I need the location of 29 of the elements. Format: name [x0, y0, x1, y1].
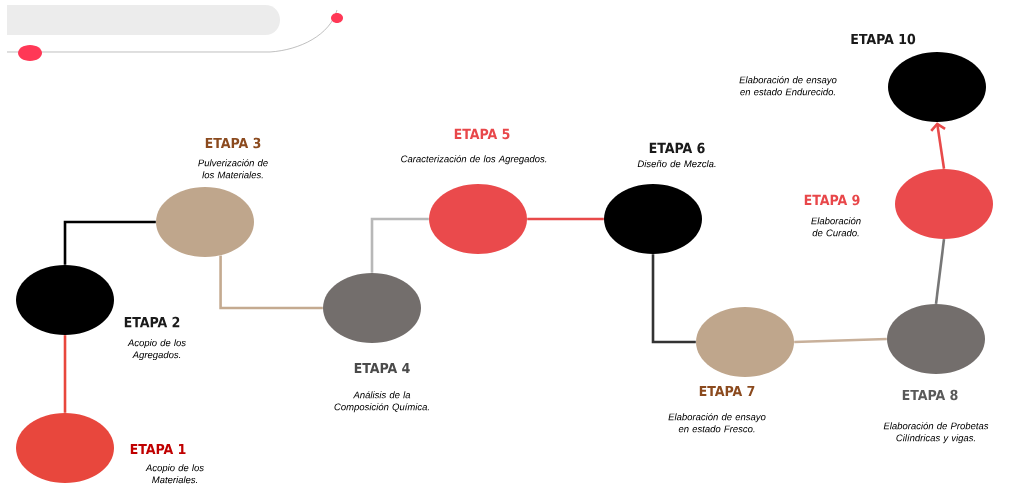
stage-heading: ETAPA 4 — [354, 362, 410, 374]
stage-heading: ETAPA 6 — [649, 142, 705, 154]
stage-description: Elaboración de Probetas Cilíndricas y vigas. — [883, 422, 989, 444]
stage-heading: ETAPA 8 — [902, 389, 958, 401]
stage-description: Acopio de los Agregados. — [127, 339, 186, 361]
connector-line — [651, 254, 696, 344]
connector-line — [370, 217, 429, 273]
connector-line — [930, 122, 946, 169]
stage-heading: ETAPA 1 — [130, 443, 186, 455]
stage-description: Análisis de la Composición Química. — [334, 391, 429, 413]
stage-description: Elaboración de ensayo en estado Endurecido. — [739, 76, 837, 96]
connector-line — [219, 255, 323, 310]
stage-heading: ETAPA 3 — [205, 137, 261, 149]
connector-line — [63, 220, 156, 265]
stage-heading: ETAPA 2 — [124, 316, 180, 328]
stage-heading: ETAPA 7 — [699, 385, 755, 397]
connector-line — [934, 239, 946, 304]
connector-line — [527, 217, 604, 221]
stage-description: Pulverización de los Materiales. — [198, 159, 268, 179]
connector-line — [63, 335, 67, 413]
stage-description: Elaboración de Curado. — [811, 217, 861, 237]
stage-description: Diseño de Mezcla. — [637, 160, 716, 168]
stage-description: Caracterización de los Agregados. — [401, 155, 547, 165]
stage-heading: ETAPA 10 — [851, 33, 916, 45]
stage-description: Acopio de los Materiales. — [145, 464, 204, 484]
connector-line — [794, 337, 887, 344]
stage-heading: ETAPA 9 — [804, 194, 860, 206]
stage-heading: ETAPA 5 — [454, 128, 510, 140]
stage-description: Elaboración de ensayo en estado Fresco. — [668, 413, 766, 433]
